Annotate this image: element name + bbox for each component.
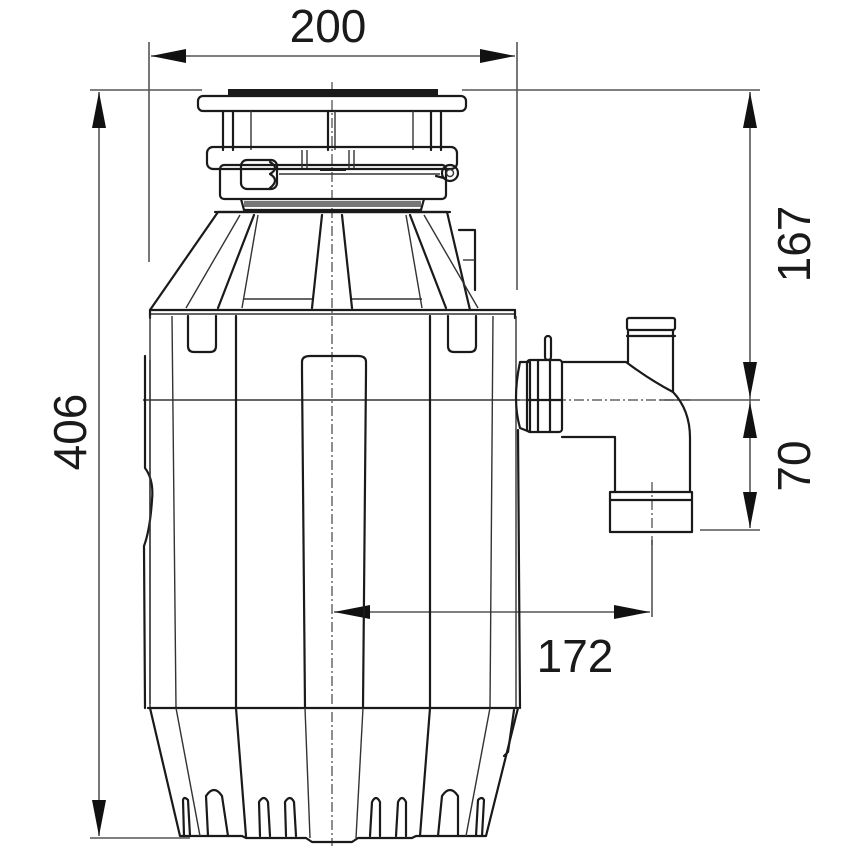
motor-housing-base — [148, 706, 520, 844]
dimension-label-center-to-drain: 172 — [537, 630, 614, 682]
dimension-total-height: 406 — [44, 89, 202, 839]
dimension-right-vertical: 167 70 — [462, 89, 820, 531]
arrow-up-icon — [743, 402, 757, 438]
arrow-up-icon — [743, 92, 757, 128]
arrow-down-icon — [743, 362, 757, 398]
arrow-up-icon — [92, 92, 106, 128]
dimension-center-to-drain: 172 — [334, 540, 653, 682]
arrow-right-icon — [614, 605, 650, 619]
dimension-label-outlet-to-drain: 70 — [768, 440, 820, 491]
dimension-label-top-to-outlet: 167 — [768, 206, 820, 283]
dimension-label-total-height: 406 — [44, 394, 96, 471]
arrow-left-icon — [334, 605, 370, 619]
motor-housing-body — [142, 314, 522, 710]
dimension-label-width: 200 — [290, 0, 367, 52]
arrow-right-icon — [480, 49, 515, 63]
arrow-left-icon — [151, 49, 186, 63]
arrow-down-icon — [92, 800, 106, 836]
sink-flange — [196, 89, 468, 152]
motor-housing-top — [148, 210, 517, 354]
dimension-width: 200 — [148, 0, 518, 290]
outlet-elbow — [514, 316, 694, 534]
mounting-ring — [205, 145, 460, 212]
arrow-down-icon — [743, 492, 757, 528]
